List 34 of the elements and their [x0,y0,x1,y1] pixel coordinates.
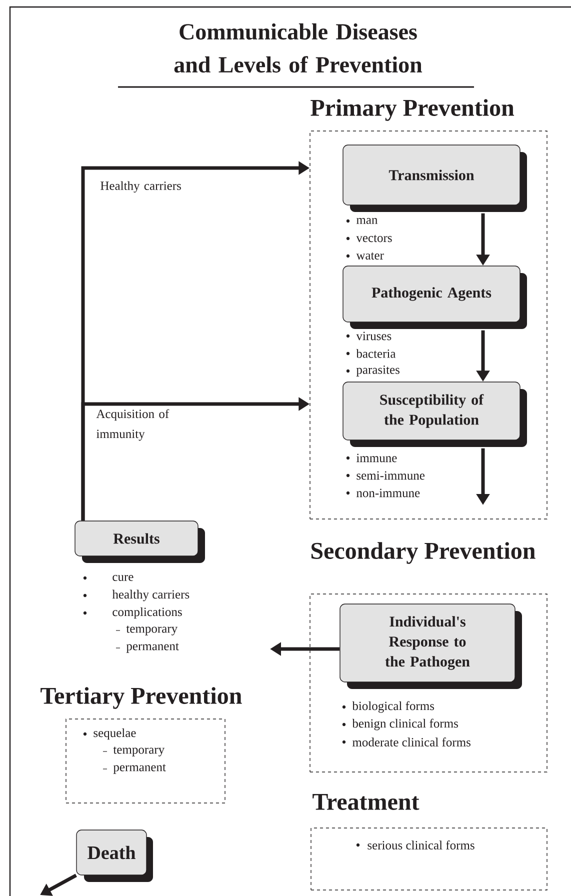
edge-label: Healthy carriers [100,181,181,193]
list-item: semi-immune [346,471,425,480]
list-item: temporary [102,746,165,756]
list-item: complications [83,607,182,619]
list-item: man [346,218,378,224]
list-item: vectors [346,234,392,242]
process-box: Transmission [342,144,527,212]
list-item: sequelae [83,728,136,740]
list-item: water [346,252,384,260]
list-item: cure [83,574,134,581]
list-item: biological forms [342,701,434,713]
section-heading: Tertiary Prevention [40,687,242,709]
list-item: permanent [102,764,166,774]
list-item: serious clinical forms [356,840,474,850]
list-item: parasites [346,366,400,376]
process-box: Results [74,520,205,563]
list-item: immune [346,454,397,462]
edge-label: Acquisition of immunity [96,409,170,441]
list-item: permanent [116,643,179,653]
list-item: bacteria [346,349,396,358]
process-box: Death [76,830,153,882]
section-heading: Primary Prevention [310,99,514,121]
process-box: Pathogenic Agents [342,266,527,329]
section-heading: Secondary Prevention [311,542,536,564]
process-box: Individual's Response to the Pathogen [340,604,522,689]
section-heading: Treatment [312,794,420,810]
list-item: benign clinical forms [342,718,458,730]
list-item: non-immune [346,488,420,498]
process-box: Susceptibility of the Population [342,382,527,447]
list-item: healthy carriers [83,590,190,602]
list-item: viruses [346,332,392,340]
list-item: moderate clinical forms [342,738,470,746]
list-item: temporary [116,626,178,636]
title: Communicable Diseases and Levels of Prevention [174,23,422,73]
